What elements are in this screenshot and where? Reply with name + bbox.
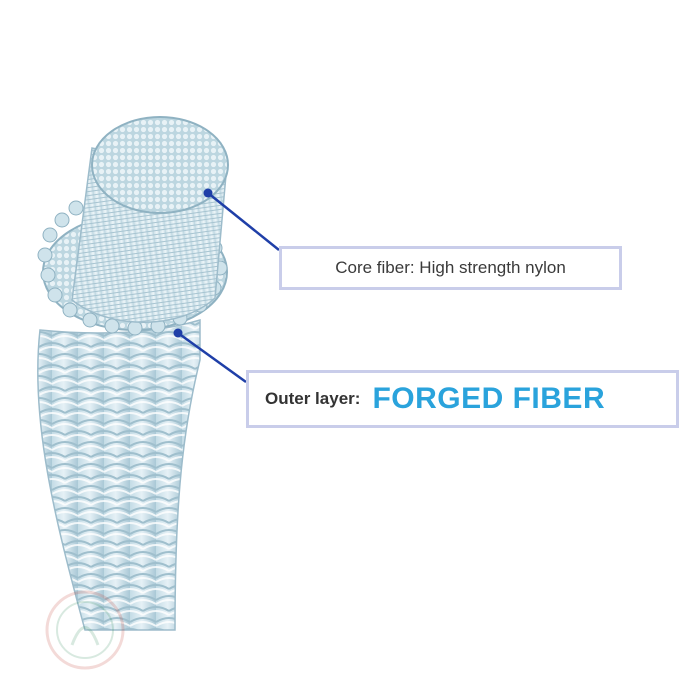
core-fiber-callout: Core fiber: High strength nylon	[279, 246, 622, 290]
braided-outer-layer	[38, 320, 200, 630]
outer-layer-value: FORGED FIBER	[372, 382, 605, 416]
outer-layer-callout: Outer layer: FORGED FIBER	[246, 370, 679, 428]
core-fiber-cross-section	[92, 117, 228, 213]
core-leader-dot	[204, 189, 213, 198]
outer-leader-dot	[174, 329, 183, 338]
core-fiber-label: Core fiber: High strength nylon	[335, 258, 566, 278]
outer-layer-label: Outer layer:	[265, 389, 360, 409]
